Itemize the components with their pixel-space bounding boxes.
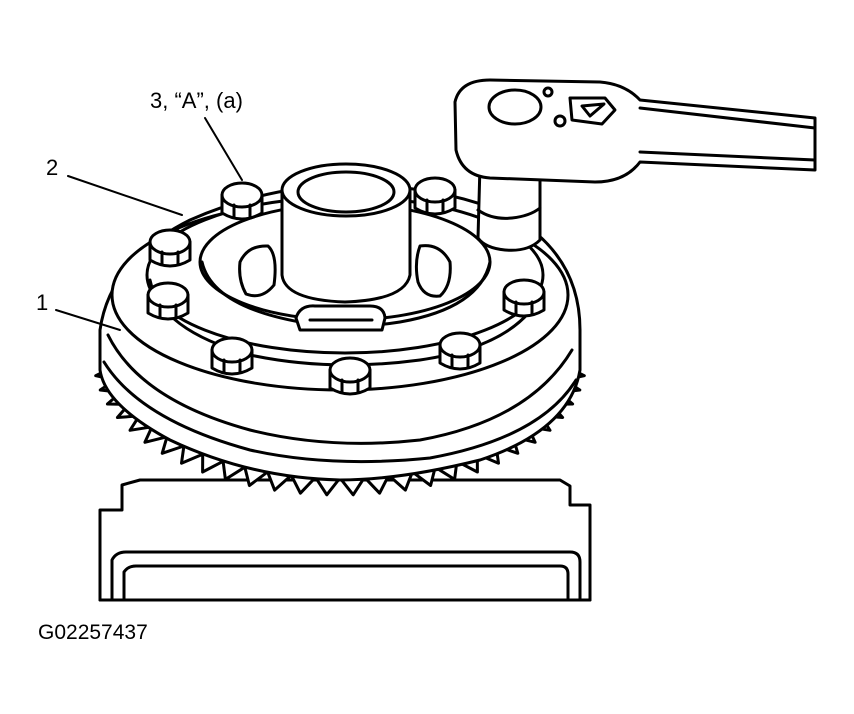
bolt-head bbox=[413, 176, 457, 216]
bolt-head bbox=[438, 331, 482, 371]
vise-fixture bbox=[98, 478, 592, 602]
figure-id: G02257437 bbox=[38, 621, 148, 644]
leader-lines bbox=[55, 117, 243, 331]
bolt-head bbox=[220, 181, 264, 221]
bolt-head bbox=[328, 356, 372, 396]
bolt-head bbox=[148, 228, 192, 268]
callout-2-label: 2 bbox=[46, 155, 59, 180]
callout-1-label: 1 bbox=[36, 290, 49, 315]
hub-windows bbox=[238, 244, 452, 332]
pinion-shaft bbox=[280, 162, 412, 304]
torque-wrench bbox=[453, 78, 817, 252]
bolt-head bbox=[502, 278, 546, 318]
ring-gear-bolts bbox=[146, 176, 546, 396]
bolt-head bbox=[210, 336, 254, 376]
bolt-head bbox=[146, 281, 190, 321]
callout-3-label: 3, “A”, (a) bbox=[150, 88, 243, 113]
